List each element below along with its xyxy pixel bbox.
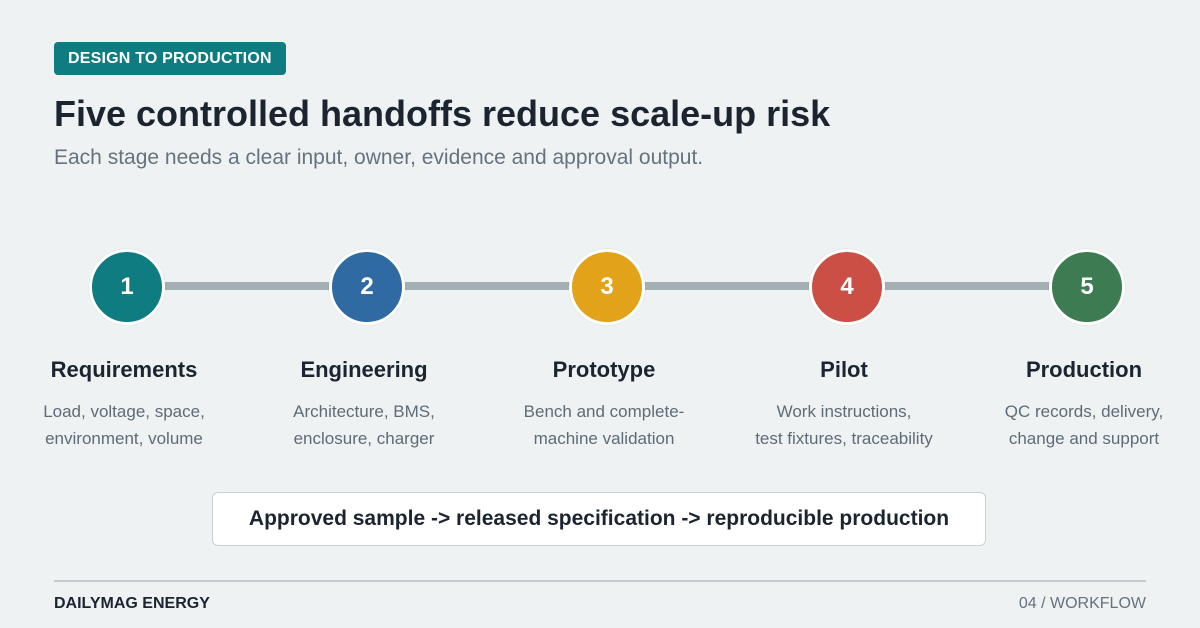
footer-brand: DAILYMAG ENERGY	[54, 595, 210, 612]
section-badge: DESIGN TO PRODUCTION	[54, 42, 286, 75]
stage-name-requirements: Requirements	[50, 357, 198, 382]
stage-desc-engineering: Architecture, BMS, enclosure, charger	[254, 398, 474, 452]
stage-desc-production: QC records, delivery, change and support	[974, 398, 1194, 452]
stage-node-2: 2	[329, 249, 405, 325]
stage-desc-line: test fixtures, traceability	[755, 429, 933, 448]
stage-node-1: 1	[89, 249, 165, 325]
stage-desc-pilot: Work instructions, test fixtures, tracea…	[734, 398, 954, 452]
footer-divider	[54, 580, 1146, 582]
connector-4-5	[880, 282, 1050, 290]
page-subtitle: Each stage needs a clear input, owner, e…	[54, 146, 704, 169]
stage-desc-prototype: Bench and complete- machine validation	[494, 398, 714, 452]
stage-desc-line: Bench and complete-	[523, 402, 685, 421]
stage-desc-line: enclosure, charger	[293, 429, 435, 448]
stage-name-prototype: Prototype	[552, 357, 656, 382]
stage-desc-line: environment, volume	[45, 429, 203, 448]
stage-desc-line: machine validation	[533, 429, 675, 448]
stage-desc-line: Work instructions,	[776, 402, 912, 421]
stage-name-engineering: Engineering	[300, 357, 428, 382]
stage-desc-line: QC records, delivery,	[1004, 402, 1164, 421]
stage-node-3: 3	[569, 249, 645, 325]
connector-2-3	[400, 282, 570, 290]
connector-1-2	[160, 282, 330, 290]
stage-node-5: 5	[1049, 249, 1125, 325]
stage-name-production: Production	[1025, 357, 1143, 382]
stage-node-4: 4	[809, 249, 885, 325]
stage-desc-line: Architecture, BMS,	[293, 402, 435, 421]
stage-desc-line: change and support	[1008, 429, 1160, 448]
connector-3-4	[640, 282, 810, 290]
stage-name-pilot: Pilot	[820, 357, 868, 382]
flow-summary-box: Approved sample -> released specificatio…	[212, 492, 986, 546]
footer-page-label: 04 / WORKFLOW	[1018, 595, 1146, 612]
page-title: Five controlled handoffs reduce scale-up…	[54, 93, 831, 134]
stage-desc-line: Load, voltage, space,	[43, 402, 205, 421]
stage-desc-requirements: Load, voltage, space, environment, volum…	[14, 398, 234, 452]
